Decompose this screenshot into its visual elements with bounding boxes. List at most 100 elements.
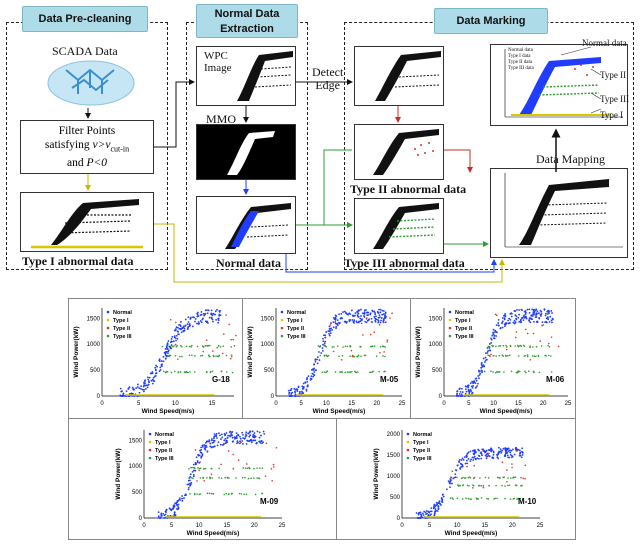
normal-point bbox=[374, 312, 376, 314]
normal-point bbox=[335, 327, 337, 330]
type3-point bbox=[198, 493, 201, 496]
type3-point bbox=[535, 345, 538, 348]
normal-point bbox=[203, 444, 206, 446]
normal-point bbox=[434, 510, 437, 513]
normal-point bbox=[533, 313, 535, 316]
type3-point bbox=[242, 467, 245, 469]
type2-point bbox=[515, 331, 518, 333]
normal-point bbox=[504, 322, 507, 325]
normal-point bbox=[210, 309, 213, 312]
normal-point bbox=[492, 453, 495, 456]
normal-point bbox=[372, 310, 374, 313]
type3-point bbox=[172, 345, 174, 348]
type3-point bbox=[512, 476, 514, 479]
normal-point bbox=[235, 432, 238, 435]
type3-point bbox=[371, 371, 373, 373]
x-tick-label: 15 bbox=[515, 401, 522, 407]
type3-point bbox=[505, 346, 508, 348]
type3-point bbox=[253, 477, 255, 479]
type3-point bbox=[212, 493, 215, 495]
normal-point bbox=[488, 455, 491, 458]
normal-point bbox=[258, 436, 261, 439]
normal-point bbox=[293, 387, 296, 390]
type2-scatter bbox=[373, 129, 439, 175]
type3-point bbox=[188, 477, 190, 479]
normal-point bbox=[506, 451, 509, 454]
type3-point bbox=[468, 476, 471, 478]
normal-point bbox=[497, 324, 500, 327]
normal-point bbox=[509, 453, 512, 456]
normal-point bbox=[426, 512, 428, 515]
type2-point bbox=[540, 313, 543, 315]
normal-point bbox=[157, 511, 160, 514]
normal-point bbox=[533, 320, 535, 323]
type2-point bbox=[265, 442, 268, 445]
type2-point bbox=[378, 324, 381, 326]
annotation-type1: Type I bbox=[600, 110, 624, 120]
normal-point bbox=[518, 313, 521, 316]
normal-point bbox=[521, 316, 524, 319]
normal-point bbox=[348, 319, 351, 321]
type3-point bbox=[189, 371, 191, 373]
normal-point bbox=[536, 310, 539, 313]
normal-point bbox=[478, 449, 480, 452]
type3-point bbox=[206, 370, 208, 373]
type3-point bbox=[456, 497, 459, 500]
normal-point bbox=[314, 369, 317, 372]
type3-point bbox=[349, 371, 352, 373]
normal-point bbox=[384, 321, 387, 324]
normal-point bbox=[518, 320, 521, 323]
type3-point bbox=[318, 346, 321, 348]
type3-point bbox=[488, 345, 491, 348]
normal-point bbox=[171, 335, 174, 338]
type3-point bbox=[254, 493, 257, 496]
normal-point bbox=[451, 482, 453, 485]
type3-point bbox=[211, 477, 214, 479]
type3-point bbox=[526, 354, 529, 356]
normal-point bbox=[504, 313, 507, 315]
normal-point bbox=[476, 385, 478, 387]
normal-point bbox=[329, 332, 332, 334]
normal-point bbox=[187, 488, 190, 491]
normal-point bbox=[454, 473, 457, 476]
normal-point bbox=[370, 317, 373, 320]
normal-point bbox=[159, 516, 162, 519]
normal-point bbox=[212, 312, 215, 315]
normal-point bbox=[485, 449, 488, 452]
normal-point bbox=[177, 503, 180, 506]
type3-point bbox=[504, 485, 506, 487]
type3-point bbox=[179, 344, 182, 347]
normal-point bbox=[210, 317, 213, 320]
normal-point bbox=[194, 320, 196, 323]
normal-point bbox=[176, 326, 179, 329]
normal-point bbox=[425, 510, 428, 512]
normal-point bbox=[261, 442, 263, 445]
normal-point bbox=[441, 498, 444, 501]
type2-point bbox=[209, 442, 212, 445]
normal-point bbox=[263, 433, 266, 435]
normal-point bbox=[208, 316, 211, 319]
type3-point bbox=[230, 355, 233, 358]
normal-point bbox=[245, 431, 248, 434]
normal-point bbox=[241, 431, 244, 434]
type3-point bbox=[356, 355, 358, 358]
type2-point bbox=[332, 350, 335, 353]
normal-point bbox=[551, 317, 554, 320]
normal-point bbox=[194, 462, 197, 464]
y-tick-label: 500 bbox=[432, 368, 443, 374]
type2-point bbox=[240, 441, 242, 444]
normal-point bbox=[220, 433, 223, 436]
normal-point bbox=[360, 315, 362, 317]
normal-point bbox=[440, 497, 443, 499]
normal-point bbox=[382, 313, 385, 316]
normal-point bbox=[433, 503, 436, 506]
normal-point bbox=[377, 312, 380, 315]
normal-point bbox=[252, 435, 254, 437]
normal-point bbox=[490, 450, 493, 453]
normal-point bbox=[461, 391, 464, 393]
normal-point bbox=[120, 395, 123, 397]
normal-point bbox=[459, 468, 462, 470]
normal-point bbox=[154, 372, 157, 375]
type3-point bbox=[508, 484, 511, 486]
